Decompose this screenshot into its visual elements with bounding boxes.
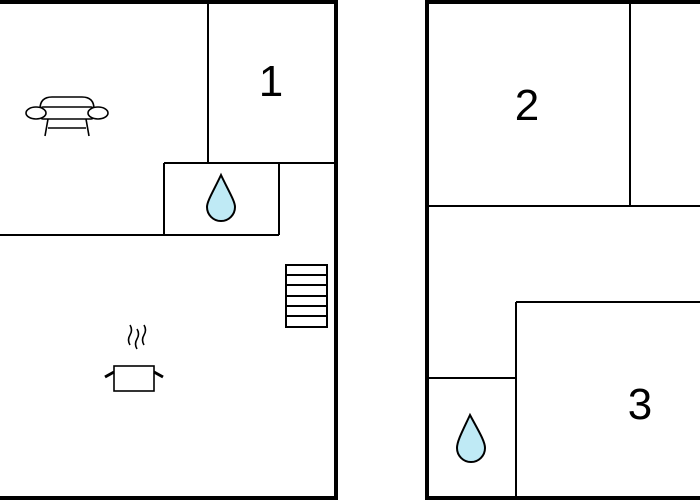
outer-wall-right	[425, 0, 700, 500]
room-number-label: 3	[628, 380, 652, 429]
sofa-icon	[25, 96, 109, 137]
water-drop-icon	[205, 172, 237, 222]
room-number-label: 1	[259, 57, 283, 106]
cooking-pot-icon	[104, 324, 164, 392]
floor-plan-right: 2 3	[425, 0, 700, 500]
outer-wall-left	[0, 0, 338, 500]
room-number-label: 2	[515, 81, 539, 130]
water-drop-icon	[455, 412, 487, 463]
floor-plan-left: 1	[0, 0, 338, 500]
stairs-icon	[285, 264, 328, 328]
